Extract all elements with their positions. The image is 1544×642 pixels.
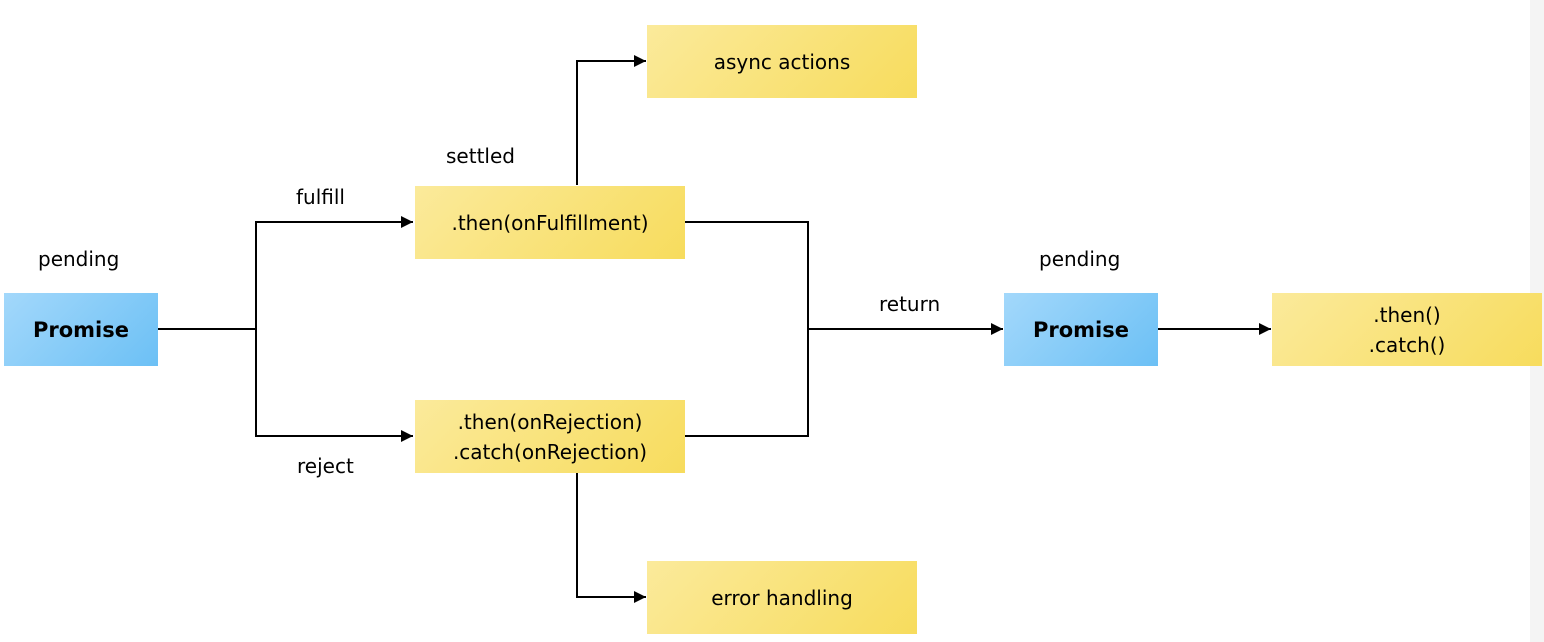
- settled-label: settled: [446, 144, 515, 168]
- rejection-handlers-node: .then(onRejection) .catch(onRejection): [415, 400, 685, 473]
- then-onfulfillment-node: .then(onFulfillment): [415, 186, 685, 259]
- pending-label-2: pending: [1039, 247, 1121, 271]
- catch-onrejection-label: .catch(onRejection): [452, 439, 648, 464]
- then-method-label: .then(): [1373, 302, 1441, 327]
- fulfill-label: fulfill: [296, 185, 345, 209]
- pending-label-1: pending: [38, 247, 120, 271]
- promise-label: Promise: [33, 317, 129, 342]
- error-handling-node: error handling: [647, 561, 917, 634]
- then-onrejection-label: .then(onRejection): [457, 409, 643, 434]
- return-label: return: [879, 292, 941, 316]
- error-handling-label: error handling: [711, 585, 853, 610]
- async-actions-label: async actions: [713, 49, 851, 74]
- fulfillment-return-connector: [685, 221, 809, 329]
- reject-connector: [255, 329, 413, 442]
- async-actions-node: async actions: [647, 25, 917, 98]
- returned-promise-label: Promise: [1033, 317, 1129, 342]
- rejection-return-connector: [685, 329, 809, 437]
- fulfill-connector: [158, 216, 413, 330]
- catch-method-label: .catch(): [1368, 332, 1446, 357]
- error-handling-connector: [576, 473, 646, 603]
- returned-promise-node: Promise: [1004, 293, 1158, 366]
- promise-node: Promise: [4, 293, 158, 366]
- async-actions-connector: [576, 55, 646, 185]
- chain-methods-node: .then() .catch(): [1272, 293, 1542, 366]
- then-onfulfillment-label: .then(onFulfillment): [451, 210, 649, 235]
- reject-label: reject: [297, 454, 354, 478]
